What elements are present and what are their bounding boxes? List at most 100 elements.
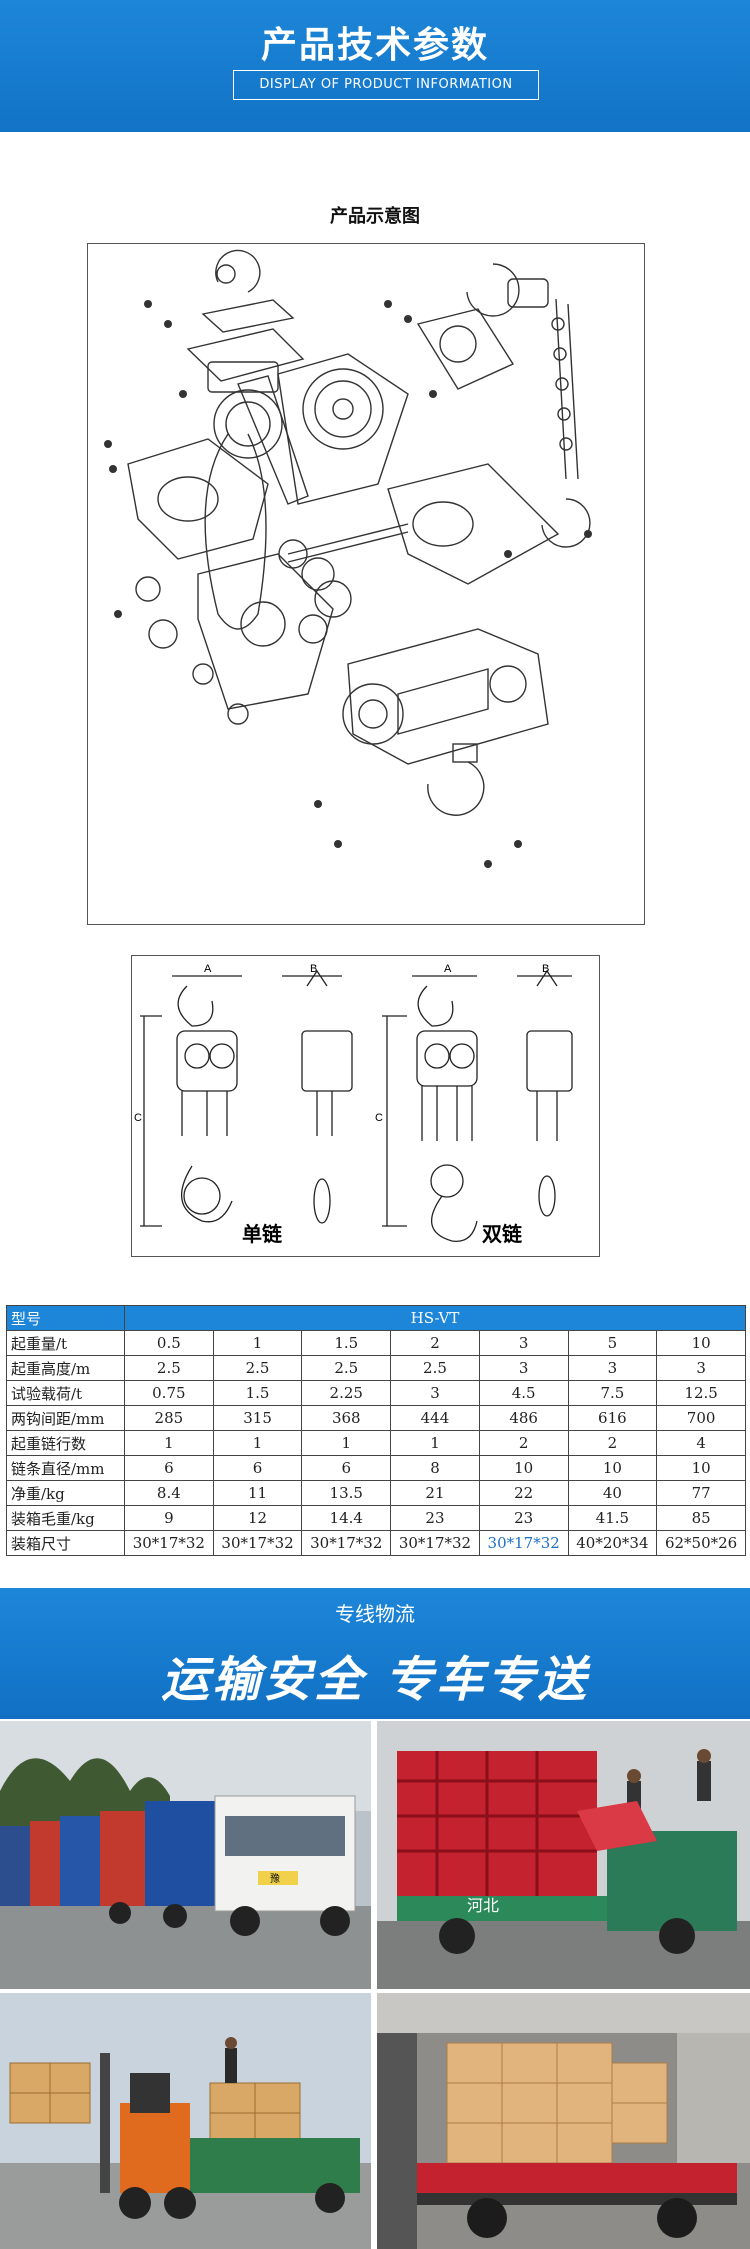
spec-cell: 6 (301, 1455, 392, 1481)
spec-cell: 30*17*32 (390, 1530, 480, 1556)
spec-cell: 3 (390, 1380, 480, 1406)
spec-cell: 2.5 (301, 1355, 392, 1381)
spec-cell: 62*50*26 (656, 1530, 746, 1556)
spec-cell: 7.5 (567, 1380, 658, 1406)
truck-sign: 河北 (467, 1896, 499, 1915)
model-label: 型号 (6, 1305, 125, 1331)
spec-cell: 77 (656, 1480, 746, 1506)
dim-b-label-1: B (310, 963, 317, 975)
header-subtitle: DISPLAY OF PRODUCT INFORMATION (233, 70, 539, 100)
spec-cell: 8 (390, 1455, 480, 1481)
dim-b-label-2: B (542, 963, 549, 975)
spec-cell: 285 (124, 1405, 214, 1431)
spec-cell: 616 (567, 1405, 658, 1431)
dim-c-label-1: C (134, 1112, 142, 1124)
spec-cell: 12.5 (656, 1380, 746, 1406)
spec-cell: 1 (212, 1430, 303, 1456)
spec-row-label: 起重链行数 (6, 1430, 125, 1456)
spec-cell: 30*17*32 (301, 1530, 392, 1556)
exploded-parts-drawing (104, 249, 592, 868)
spec-cell: 12 (212, 1505, 303, 1531)
spec-cell: 1.5 (301, 1330, 392, 1356)
spec-cell: 1.5 (212, 1380, 303, 1406)
truck-plate: 豫 (270, 1872, 280, 1885)
single-chain-label: 单链 (242, 1222, 283, 1246)
logistics-banner: 专线物流 运输安全 专车专送 (0, 1588, 750, 1719)
spec-cell: 2.25 (301, 1380, 392, 1406)
photo-loaded-truck (377, 1993, 750, 2249)
dim-c-label-2: C (375, 1112, 383, 1124)
dimension-diagram: A B A B C C 单链 双链 (131, 955, 600, 1257)
spec-cell: 10 (656, 1455, 746, 1481)
spec-cell: 1 (301, 1430, 392, 1456)
spec-cell: 5 (567, 1330, 658, 1356)
spec-cell: 2 (478, 1430, 569, 1456)
spec-row-label: 净重/kg (6, 1480, 125, 1506)
spec-cell: 23 (478, 1505, 569, 1531)
spec-cell: 6 (212, 1455, 303, 1481)
photo-truck-fleet: 豫 (0, 1721, 371, 1989)
spec-row-label: 起重高度/m (6, 1355, 125, 1381)
spec-cell: 22 (478, 1480, 569, 1506)
spec-cell: 21 (390, 1480, 480, 1506)
spec-cell: 700 (656, 1405, 746, 1431)
spec-cell: 10 (478, 1455, 569, 1481)
spec-cell: 85 (656, 1505, 746, 1531)
logistics-subtitle: 专线物流 (335, 1602, 415, 1626)
spec-header-row: 型号 HS-VT (6, 1305, 746, 1331)
spec-cell: 2.5 (212, 1355, 303, 1381)
spec-cell: 40 (567, 1480, 658, 1506)
spec-cell: 41.5 (567, 1505, 658, 1531)
spec-cell: 1 (124, 1430, 214, 1456)
spec-cell: 444 (390, 1405, 480, 1431)
spec-cell: 2 (390, 1330, 480, 1356)
spec-cell: 10 (656, 1330, 746, 1356)
spec-cell: 4 (656, 1430, 746, 1456)
spec-cell: 0.5 (124, 1330, 214, 1356)
spec-cell: 30*17*32 (212, 1530, 303, 1556)
double-chain-label: 双链 (482, 1222, 523, 1246)
spec-cell: 11 (212, 1480, 303, 1506)
spec-cell: 1 (390, 1430, 480, 1456)
spec-row-label: 两钩间距/mm (6, 1405, 125, 1431)
spec-cell: 4.5 (478, 1380, 569, 1406)
spec-cell: 23 (390, 1505, 480, 1531)
spec-row-label: 试验载荷/t (6, 1380, 125, 1406)
spec-cell: 3 (478, 1355, 569, 1381)
spec-cell: 0.75 (124, 1380, 214, 1406)
photo-forklift-loading (0, 1993, 371, 2249)
spec-row-label: 起重量/t (6, 1330, 125, 1356)
diagram-title: 产品示意图 (330, 206, 420, 227)
spec-row-label: 链条直径/mm (6, 1455, 125, 1481)
spec-cell: 3 (478, 1330, 569, 1356)
spec-cell: 368 (301, 1405, 392, 1431)
spec-cell: 6 (124, 1455, 214, 1481)
spec-cell: 13.5 (301, 1480, 392, 1506)
header-banner: 产品技术参数 DISPLAY OF PRODUCT INFORMATION (0, 0, 750, 132)
spec-cell: 2.5 (390, 1355, 480, 1381)
spec-cell: 3 (567, 1355, 658, 1381)
photo-cargo-truck: 河北 (377, 1721, 750, 1989)
spec-cell: 1 (212, 1330, 303, 1356)
spec-row-label: 装箱尺寸 (6, 1530, 125, 1556)
dim-a-label-2: A (444, 963, 452, 975)
spec-cell: 9 (124, 1505, 214, 1531)
spec-cell: 315 (212, 1405, 303, 1431)
spec-cell: 30*17*32 (124, 1530, 214, 1556)
spec-cell: 40*20*34 (567, 1530, 658, 1556)
spec-cell: 10 (567, 1455, 658, 1481)
model-value: HS-VT (124, 1305, 746, 1331)
spec-cell: 2 (567, 1430, 658, 1456)
spec-cell: 486 (478, 1405, 569, 1431)
spec-cell: 3 (656, 1355, 746, 1381)
